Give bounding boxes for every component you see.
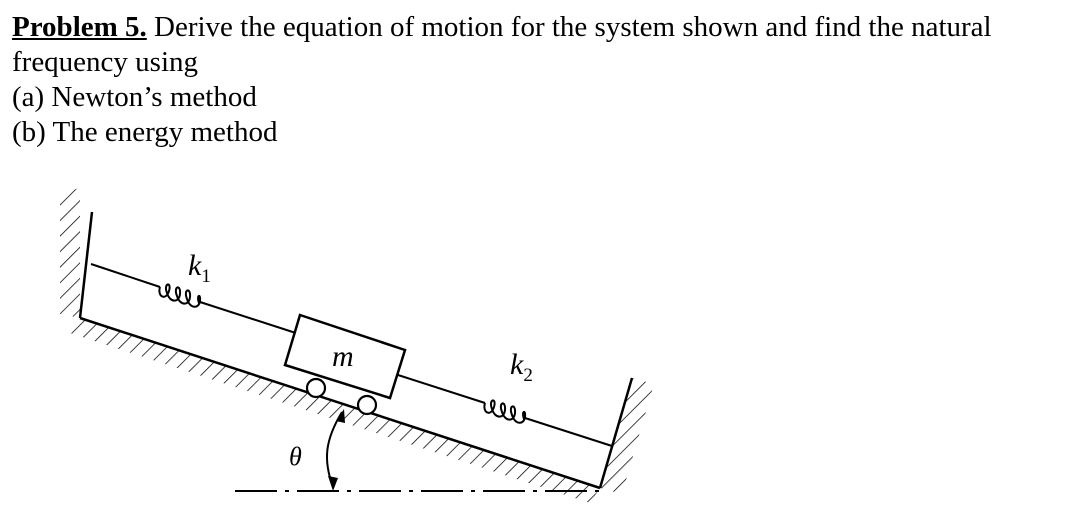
right-wall-hatching bbox=[600, 378, 654, 494]
angle-arrow-down bbox=[328, 476, 338, 491]
part-b: (b) The energy method bbox=[12, 116, 278, 148]
angle-arc bbox=[325, 411, 343, 488]
left-wall-hatching bbox=[60, 188, 80, 318]
spring-1-label: k1 bbox=[188, 249, 211, 287]
mass-block bbox=[283, 313, 407, 400]
right-wall bbox=[598, 377, 634, 489]
spring-1 bbox=[90, 263, 303, 336]
spring-2-label: k2 bbox=[510, 348, 533, 386]
angle-label: θ bbox=[289, 442, 302, 471]
problem-text: Derive the equation of motion for the sy… bbox=[12, 11, 992, 78]
ground-hatching bbox=[70, 318, 600, 503]
mass-label: m bbox=[332, 340, 354, 373]
wheel-right bbox=[356, 394, 378, 416]
wheel-left bbox=[305, 377, 327, 399]
incline-surface bbox=[79, 316, 601, 490]
problem-statement: Problem 5. Derive the equation of motion… bbox=[12, 10, 1080, 150]
problem-label: Problem 5. bbox=[12, 11, 147, 43]
part-a: (a) Newton’s method bbox=[12, 81, 257, 113]
angle-arrow-up bbox=[336, 409, 345, 423]
left-wall bbox=[78, 211, 94, 319]
problem-intro: Problem 5. Derive the equation of motion… bbox=[12, 10, 1080, 80]
spring-2 bbox=[397, 374, 613, 447]
